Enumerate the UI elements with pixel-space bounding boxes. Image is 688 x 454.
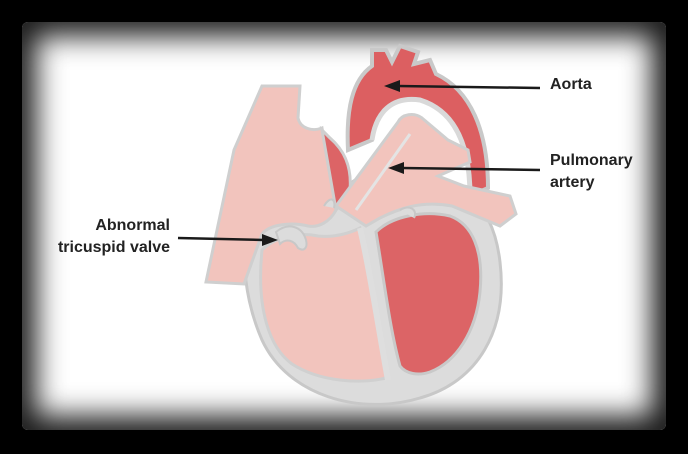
pulmonary-label-line1: Pulmonary [550,152,633,169]
pulmonary-arrow [388,162,541,174]
aorta-label: Aorta [550,76,592,93]
valve-label-line2: tricuspid valve [58,239,170,256]
valve-arrow [177,234,278,246]
pulmonary-artery [333,113,518,228]
left-ventricle [374,212,483,376]
pulmonary-label-line2: artery [550,174,595,191]
tricuspid-valve [274,225,308,251]
right-atrium [204,84,338,286]
valve-label-line1: Abnormal [95,217,170,234]
aorta-arrow [384,80,541,92]
